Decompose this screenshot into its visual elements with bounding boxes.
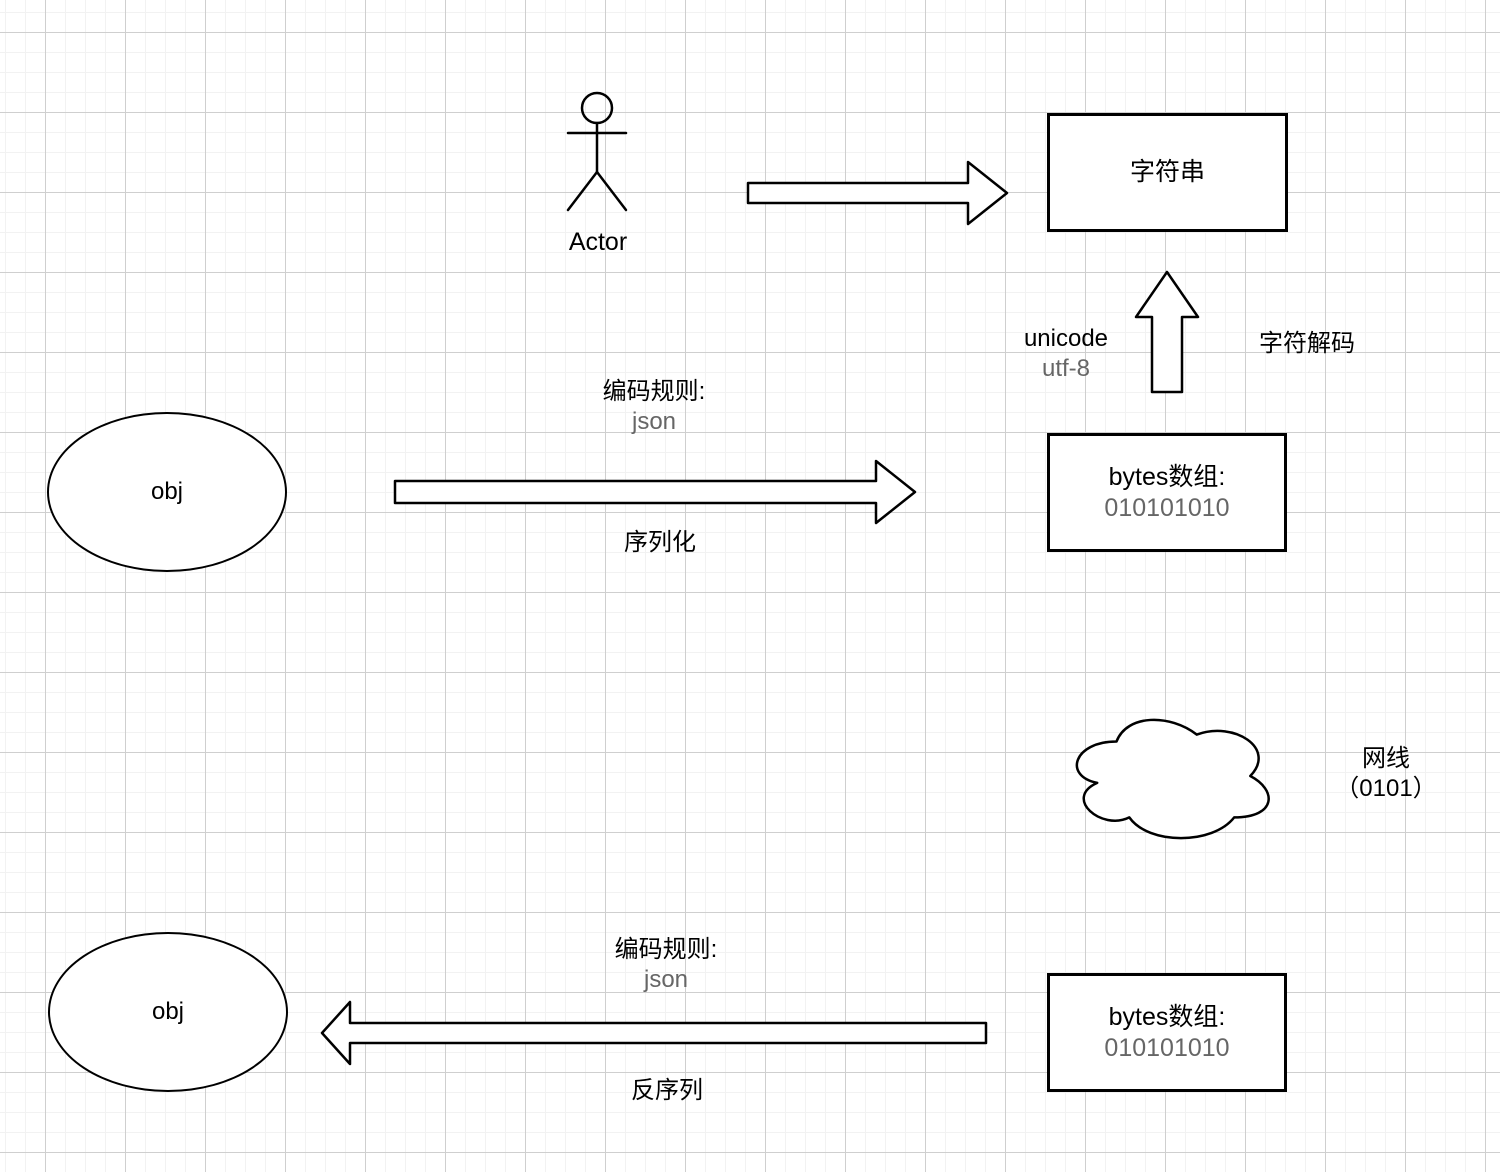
actor-icon[interactable] [555, 88, 639, 214]
arrow-left-deserialize[interactable] [320, 1000, 988, 1066]
network-label-line2: （0101） [1335, 775, 1437, 802]
arrow-right-serialize[interactable] [393, 459, 917, 525]
bytes-node-top[interactable]: bytes数组: 010101010 [1047, 433, 1287, 552]
network-label: 网线 （0101） [1316, 744, 1456, 804]
deserialize-label: 反序列 [631, 1077, 703, 1104]
arrow-right-actor-to-string[interactable] [746, 160, 1009, 226]
network-cloud-icon[interactable] [1063, 707, 1277, 845]
bytes-node-top-value: 010101010 [1104, 493, 1230, 522]
decode-rule-line2: utf-8 [1041, 355, 1091, 382]
encode-rule-bottom-line1: 编码规则: [614, 936, 718, 963]
encode-rule-bottom-label: 编码规则: json [586, 935, 746, 995]
string-node[interactable]: 字符串 [1047, 113, 1288, 232]
obj-node-bottom[interactable]: obj [48, 932, 288, 1092]
char-decode-label: 字符解码 [1259, 330, 1355, 357]
obj-node-top[interactable]: obj [47, 412, 287, 572]
obj-node-bottom-label: obj [151, 998, 185, 1025]
obj-node-top-label: obj [150, 478, 184, 505]
arrow-up-bytes-to-string[interactable] [1134, 270, 1200, 394]
encode-rule-top-line2: json [631, 408, 677, 435]
decode-rule-label: unicode utf-8 [1006, 324, 1126, 384]
bytes-node-bottom-title: bytes数组: [1108, 1002, 1226, 1031]
bytes-node-bottom[interactable]: bytes数组: 010101010 [1047, 973, 1287, 1092]
actor-label: Actor [568, 228, 628, 256]
encode-rule-top-line1: 编码规则: [602, 378, 706, 405]
decode-rule-line1: unicode [1023, 325, 1109, 352]
encode-rule-top-label: 编码规则: json [574, 377, 734, 437]
encode-rule-bottom-line2: json [643, 966, 689, 993]
bytes-node-bottom-value: 010101010 [1104, 1033, 1230, 1062]
string-node-label: 字符串 [1129, 158, 1205, 186]
bytes-node-top-title: bytes数组: [1108, 462, 1226, 491]
serialize-label: 序列化 [624, 529, 696, 556]
network-label-line1: 网线 [1362, 745, 1410, 772]
